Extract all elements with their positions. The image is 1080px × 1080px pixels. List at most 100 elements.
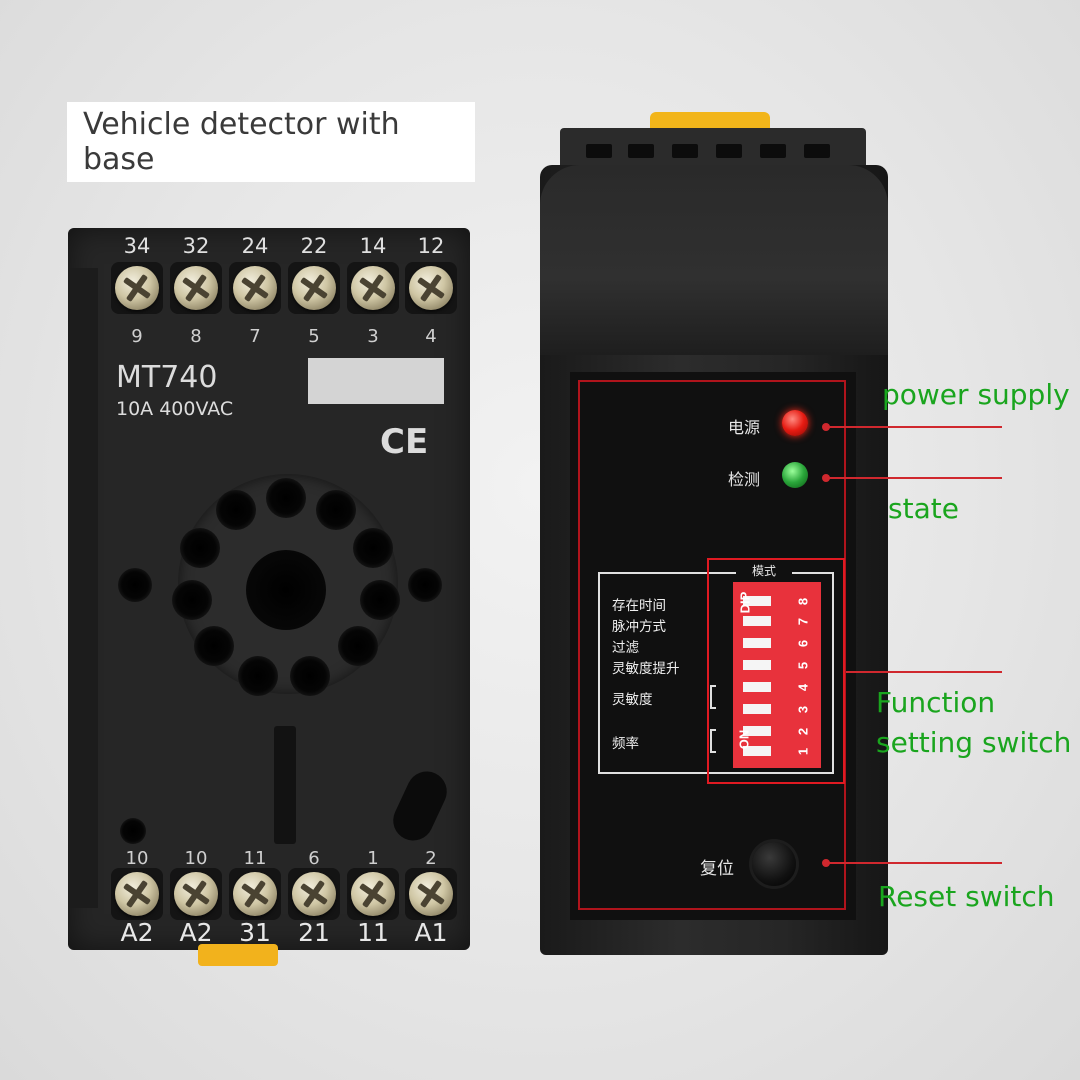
vent-slot [628, 144, 654, 158]
power-supply-callout: power supply [882, 378, 1070, 411]
reset-switch-callout: Reset switch [878, 880, 1055, 913]
panel-frame [578, 380, 846, 910]
state-callout: state [888, 492, 959, 525]
relay-base: 34 32 24 22 14 12 9 8 7 5 3 4 MT740 10A … [68, 228, 470, 966]
vent-slot [586, 144, 612, 158]
function-label: 脉冲方式 [612, 619, 666, 634]
bottom-pin-label: 6 [308, 848, 320, 869]
function-box [598, 572, 834, 774]
din-clip [198, 944, 278, 966]
dip-toggle[interactable] [743, 746, 771, 756]
slot [274, 726, 296, 844]
dip-toggle[interactable] [743, 704, 771, 714]
function-callout-line1: Function [876, 686, 996, 719]
mount-hole [408, 568, 442, 602]
pin-hole [353, 528, 393, 568]
dip-toggle[interactable] [743, 596, 771, 606]
vent-slot [760, 144, 786, 158]
bottom-terminal-label: A1 [414, 918, 448, 947]
top-pin-label: 4 [425, 326, 437, 347]
mount-hole [118, 568, 152, 602]
ce-mark: CE [380, 422, 429, 462]
top-terminal-label: 32 [182, 234, 210, 258]
screw-icon [409, 872, 453, 916]
function-label: 灵敏度 [612, 692, 653, 707]
caption-label: Vehicle detector with base [67, 102, 475, 182]
screw-icon [233, 266, 277, 310]
top-terminal-label: 12 [417, 234, 445, 258]
callout-line [826, 477, 1002, 479]
pin-hole [172, 580, 212, 620]
callout-line [826, 862, 1002, 864]
top-pin-label: 9 [131, 326, 143, 347]
reset-button[interactable] [752, 842, 796, 886]
vent-slot [804, 144, 830, 158]
screw-icon [233, 872, 277, 916]
top-pin-label: 3 [367, 326, 379, 347]
pin-hole [238, 656, 278, 696]
power-led-label: 电源 [728, 418, 761, 437]
top-pin-label: 8 [190, 326, 202, 347]
model-number: MT740 [116, 360, 218, 395]
screw-icon [292, 872, 336, 916]
bracket [710, 685, 716, 709]
power-led-icon [782, 410, 808, 436]
function-label: 频率 [612, 736, 639, 751]
mode-label: 模式 [736, 562, 792, 580]
screw-icon [174, 872, 218, 916]
top-terminal-label: 22 [300, 234, 328, 258]
screw-icon [115, 872, 159, 916]
dip-switch[interactable]: 8 7 6 5 4 3 2 1 [733, 582, 821, 768]
function-label: 存在时间 [612, 598, 666, 613]
function-highlight-box [707, 558, 845, 784]
vent-slot [716, 144, 742, 158]
left-rail [68, 268, 98, 908]
bottom-pin-label: 2 [425, 848, 437, 869]
function-callout-line2: setting switch [876, 726, 1072, 759]
dip-toggle[interactable] [743, 726, 771, 736]
top-terminal-label: 34 [123, 234, 151, 258]
vent-slot [672, 144, 698, 158]
screw-icon [351, 872, 395, 916]
reset-label: 复位 [700, 859, 734, 879]
center-hole [246, 550, 326, 630]
bottom-pin-label: 1 [367, 848, 379, 869]
bottom-terminal-label: 21 [298, 918, 330, 947]
detect-led-icon [782, 462, 808, 488]
pin-hole [290, 656, 330, 696]
bottom-terminal-label: 11 [357, 918, 389, 947]
pin-hole [266, 478, 306, 518]
callout-line [846, 671, 1002, 673]
detector-shoulder [540, 165, 888, 355]
label-patch [308, 358, 444, 404]
callout-line [826, 426, 1002, 428]
bottom-terminal-label: A2 [179, 918, 213, 947]
dip-toggle[interactable] [743, 660, 771, 670]
function-label: 灵敏度提升 [612, 661, 680, 676]
pin-hole [216, 490, 256, 530]
rating-text: 10A 400VAC [116, 398, 234, 420]
dip-toggle[interactable] [743, 682, 771, 692]
top-pin-label: 7 [249, 326, 261, 347]
small-hole [120, 818, 146, 844]
pin-hole [338, 626, 378, 666]
dip-toggle[interactable] [743, 616, 771, 626]
bottom-pin-label: 10 [125, 848, 149, 869]
bottom-pin-label: 10 [184, 848, 208, 869]
screw-icon [292, 266, 336, 310]
bottom-pin-label: 11 [243, 848, 267, 869]
pin-hole [316, 490, 356, 530]
top-terminal-label: 24 [241, 234, 269, 258]
top-pin-label: 5 [308, 326, 320, 347]
screw-icon [351, 266, 395, 310]
pin-hole [194, 626, 234, 666]
screw-icon [174, 266, 218, 310]
dip-toggle[interactable] [743, 638, 771, 648]
bottom-terminal-label: 31 [239, 918, 271, 947]
bottom-terminal-label: A2 [120, 918, 154, 947]
pin-hole [180, 528, 220, 568]
bracket [710, 729, 716, 753]
screw-icon [115, 266, 159, 310]
pin-hole [360, 580, 400, 620]
screw-icon [409, 266, 453, 310]
